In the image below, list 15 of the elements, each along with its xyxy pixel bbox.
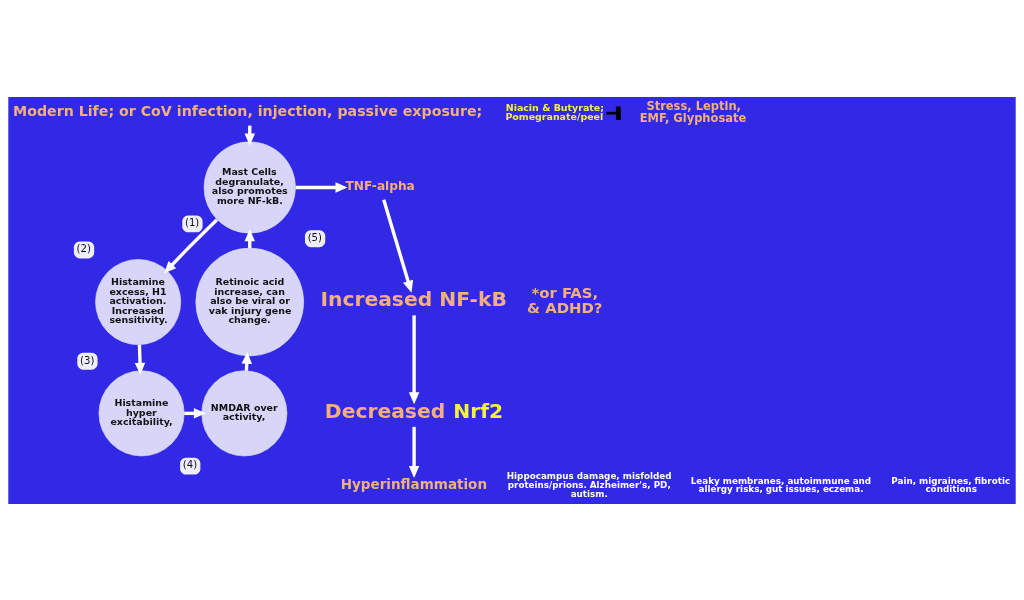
node-label: (3) xyxy=(79,354,95,366)
node-label: (4) xyxy=(182,458,198,470)
label: Stress, Leptin, EMF, Glyphosate xyxy=(639,98,747,125)
node-text: TNF-alpha xyxy=(345,178,415,193)
label: *or FAS, & ADHD? xyxy=(527,283,603,317)
label: Hippocampus damage, misfolded proteins/prions. Alzheimer's, PD, autism. xyxy=(506,470,672,499)
label: Leaky membranes, autoimmune and allergy risks, gut issues, eczema. xyxy=(690,475,872,494)
node-text: Decreased Nrf2 xyxy=(324,398,504,423)
label: Pain, migraines, fibrotic conditions xyxy=(891,475,1011,494)
node-label: (1) xyxy=(184,216,200,228)
node-label: (2) xyxy=(76,242,91,254)
node-text: Modern Life; or CoV infection, injection, passive exposure; xyxy=(13,102,483,119)
node-label: (5) xyxy=(307,231,322,243)
node-text: Niacin & Butyrate; Pomegranate/peel xyxy=(505,101,605,122)
node-text: Hyperinflammation xyxy=(340,475,488,492)
